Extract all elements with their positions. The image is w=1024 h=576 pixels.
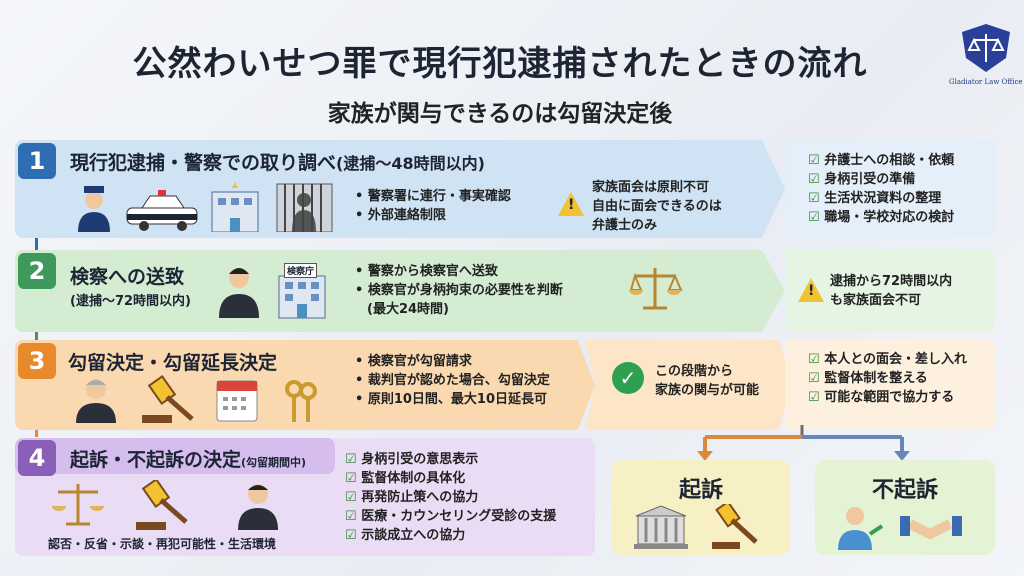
step-bullets: 検察官が勾留請求裁判官が認めた場合、勾留決定原則10日間、最大10日延長可 <box>355 352 550 409</box>
gavel-icon <box>712 500 758 549</box>
gavel-icon <box>136 480 188 530</box>
step-notice: この段階から家族の関与が可能 <box>655 364 760 398</box>
warning-icon: ! <box>798 278 824 302</box>
step-title: 起訴・不起訴の決定 <box>70 449 242 471</box>
branch-arrows <box>697 425 910 461</box>
step-number: 3 <box>18 343 56 379</box>
page-title: 公然わいせつ罪で現行犯逮捕されたときの流れ <box>132 44 868 84</box>
step-time-note: (勾留期間中) <box>241 456 307 469</box>
step-notice: 家族面会は原則不可自由に面会できるのは弁護士のみ <box>592 180 722 233</box>
calendar-icon <box>216 380 258 422</box>
outcome-non-indictment: 不起訴 <box>815 460 995 555</box>
police-officer-icon <box>78 186 110 232</box>
step-number: 2 <box>18 253 56 289</box>
outcome-indictment: 起訴 <box>612 460 790 555</box>
step-bullets: 警察から検察官へ送致検察官が身柄拘束の必要性を判断(最大24時間) <box>355 262 563 319</box>
step-4-icons <box>52 480 278 530</box>
step-notice: 逮捕から72時間以内も家族面会不可 <box>830 274 953 308</box>
handshake-icon <box>900 516 962 540</box>
courthouse-icon <box>634 505 688 549</box>
family-checklist: 本人との面会・差し入れ監督体制を整える可能な範囲で協力する <box>808 350 967 407</box>
family-checklist: 身柄引受の意思表示監督体制の具体化再発防止策への協力医療・カウンセリング受診の支… <box>345 450 556 545</box>
page-subtitle: 家族が関与できるのは勾留決定後 <box>327 101 673 127</box>
judge-icon <box>76 379 116 423</box>
prosecutor-icon <box>219 268 259 318</box>
scales-icon <box>52 484 104 526</box>
step-1-icons <box>78 182 333 232</box>
keys-icon <box>285 380 317 422</box>
released-person-icon <box>838 507 884 550</box>
prosecutor-office-sign: 検察庁 <box>284 263 318 278</box>
logo: Gladiator Law Office <box>949 22 1023 86</box>
police-car-icon <box>126 190 198 231</box>
jail-cell-icon <box>276 183 333 232</box>
gavel-icon <box>142 375 194 423</box>
decision-factors: 認否・反省・示談・再犯可能性・生活環境 <box>48 537 277 551</box>
step-time-note: (逮捕〜72時間以内) <box>70 294 191 309</box>
family-checklist: 弁護士への相談・依頼身柄引受の準備生活状況資料の整理職場・学校対応の検討 <box>808 151 954 227</box>
step-title: 勾留決定・勾留延長決定 <box>68 352 278 374</box>
step-bullets: 警察署に連行・事実確認外部連絡制限 <box>355 187 511 225</box>
shield-scales-icon <box>962 24 1010 72</box>
step-number: 1 <box>18 143 56 179</box>
person-icon <box>238 484 278 530</box>
step-title: 検察への送致 <box>70 266 185 288</box>
check-circle-icon: ✓ <box>612 362 644 394</box>
step-number: 4 <box>18 440 56 476</box>
step-2-icons <box>219 268 326 319</box>
step-title: 現行犯逮捕・警察での取り調べ <box>70 152 337 174</box>
step-time-note: (逮捕〜48時間以内) <box>336 154 485 173</box>
police-station-icon <box>211 182 259 232</box>
prosecutor-office-icon <box>278 275 326 319</box>
scales-icon <box>629 268 683 310</box>
warning-icon: ! <box>558 192 584 216</box>
step-3-icons <box>76 375 317 423</box>
